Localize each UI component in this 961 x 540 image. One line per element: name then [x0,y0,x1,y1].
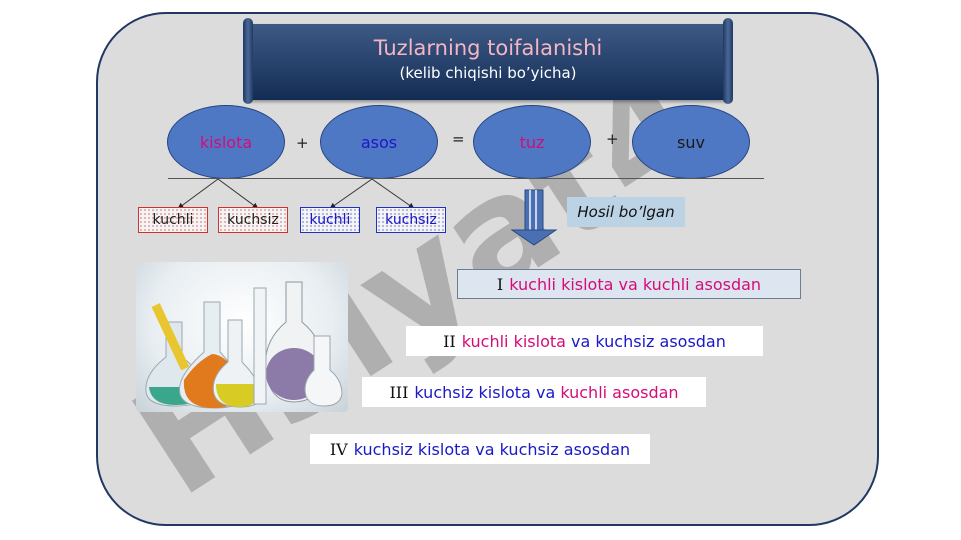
branch-arrow [329,178,373,209]
category-3: III kuchsiz kislota va kuchli asosdan [362,377,706,407]
term-label: asos [360,132,398,152]
term-kislota: kislota [167,105,285,179]
category-base: kuchli asosdan [642,274,762,294]
category-base: kuchli asosdan [560,382,679,402]
term-label: tuz [519,132,545,152]
branch-arrow [371,178,415,209]
flask-icon [145,281,343,409]
divider-line [168,178,764,179]
term-label: kislota [199,132,253,152]
category-4: IV kuchsiz kislota va kuchsiz asosdan [310,434,650,464]
base-weak-tag: kuchsiz [376,207,446,233]
category-acid: kuchli kislota [509,274,614,294]
category-acid: kuchli kislota [461,331,566,351]
category-conjunction: va [613,274,643,294]
category-base: kuchsiz asosdan [595,331,726,351]
title-banner: Tuzlarning toifalanishi (kelib chiqishi … [243,18,733,104]
branch-arrow [217,178,259,209]
category-1: I kuchli kislota va kuchli asosdan [457,269,801,299]
category-number: II [443,331,456,351]
base-strong-tag: kuchli [300,207,360,233]
category-2: II kuchli kislota va kuchsiz asosdan [406,326,763,356]
operator-equals: = [452,130,465,148]
result-label: Hosil bo’lgan [567,197,685,227]
category-number: I [496,274,504,294]
acid-strong-tag: kuchli [138,207,208,233]
branch-arrow [177,178,219,209]
category-conjunction: va [530,382,561,402]
acid-weak-tag: kuchsiz [218,207,288,233]
down-arrow-icon [510,189,558,246]
term-tuz: tuz [473,105,591,179]
lab-glassware-image [136,262,348,412]
term-suv: suv [632,105,750,179]
term-label: suv [677,132,705,152]
operator-plus: + [296,134,309,152]
page-title: Tuzlarning toifalanishi [373,36,603,60]
category-base: kuchsiz asosdan [499,439,631,459]
category-acid: kuchsiz kislota [353,439,471,459]
category-conjunction: va [470,439,500,459]
category-conjunction: va [565,331,596,351]
page-subtitle: (kelib chiqishi bo’yicha) [399,64,577,82]
category-acid: kuchsiz kislota [414,382,531,402]
operator-plus: + [606,130,619,148]
category-number: IV [329,439,348,459]
category-number: III [389,382,409,402]
term-asos: asos [320,105,438,179]
